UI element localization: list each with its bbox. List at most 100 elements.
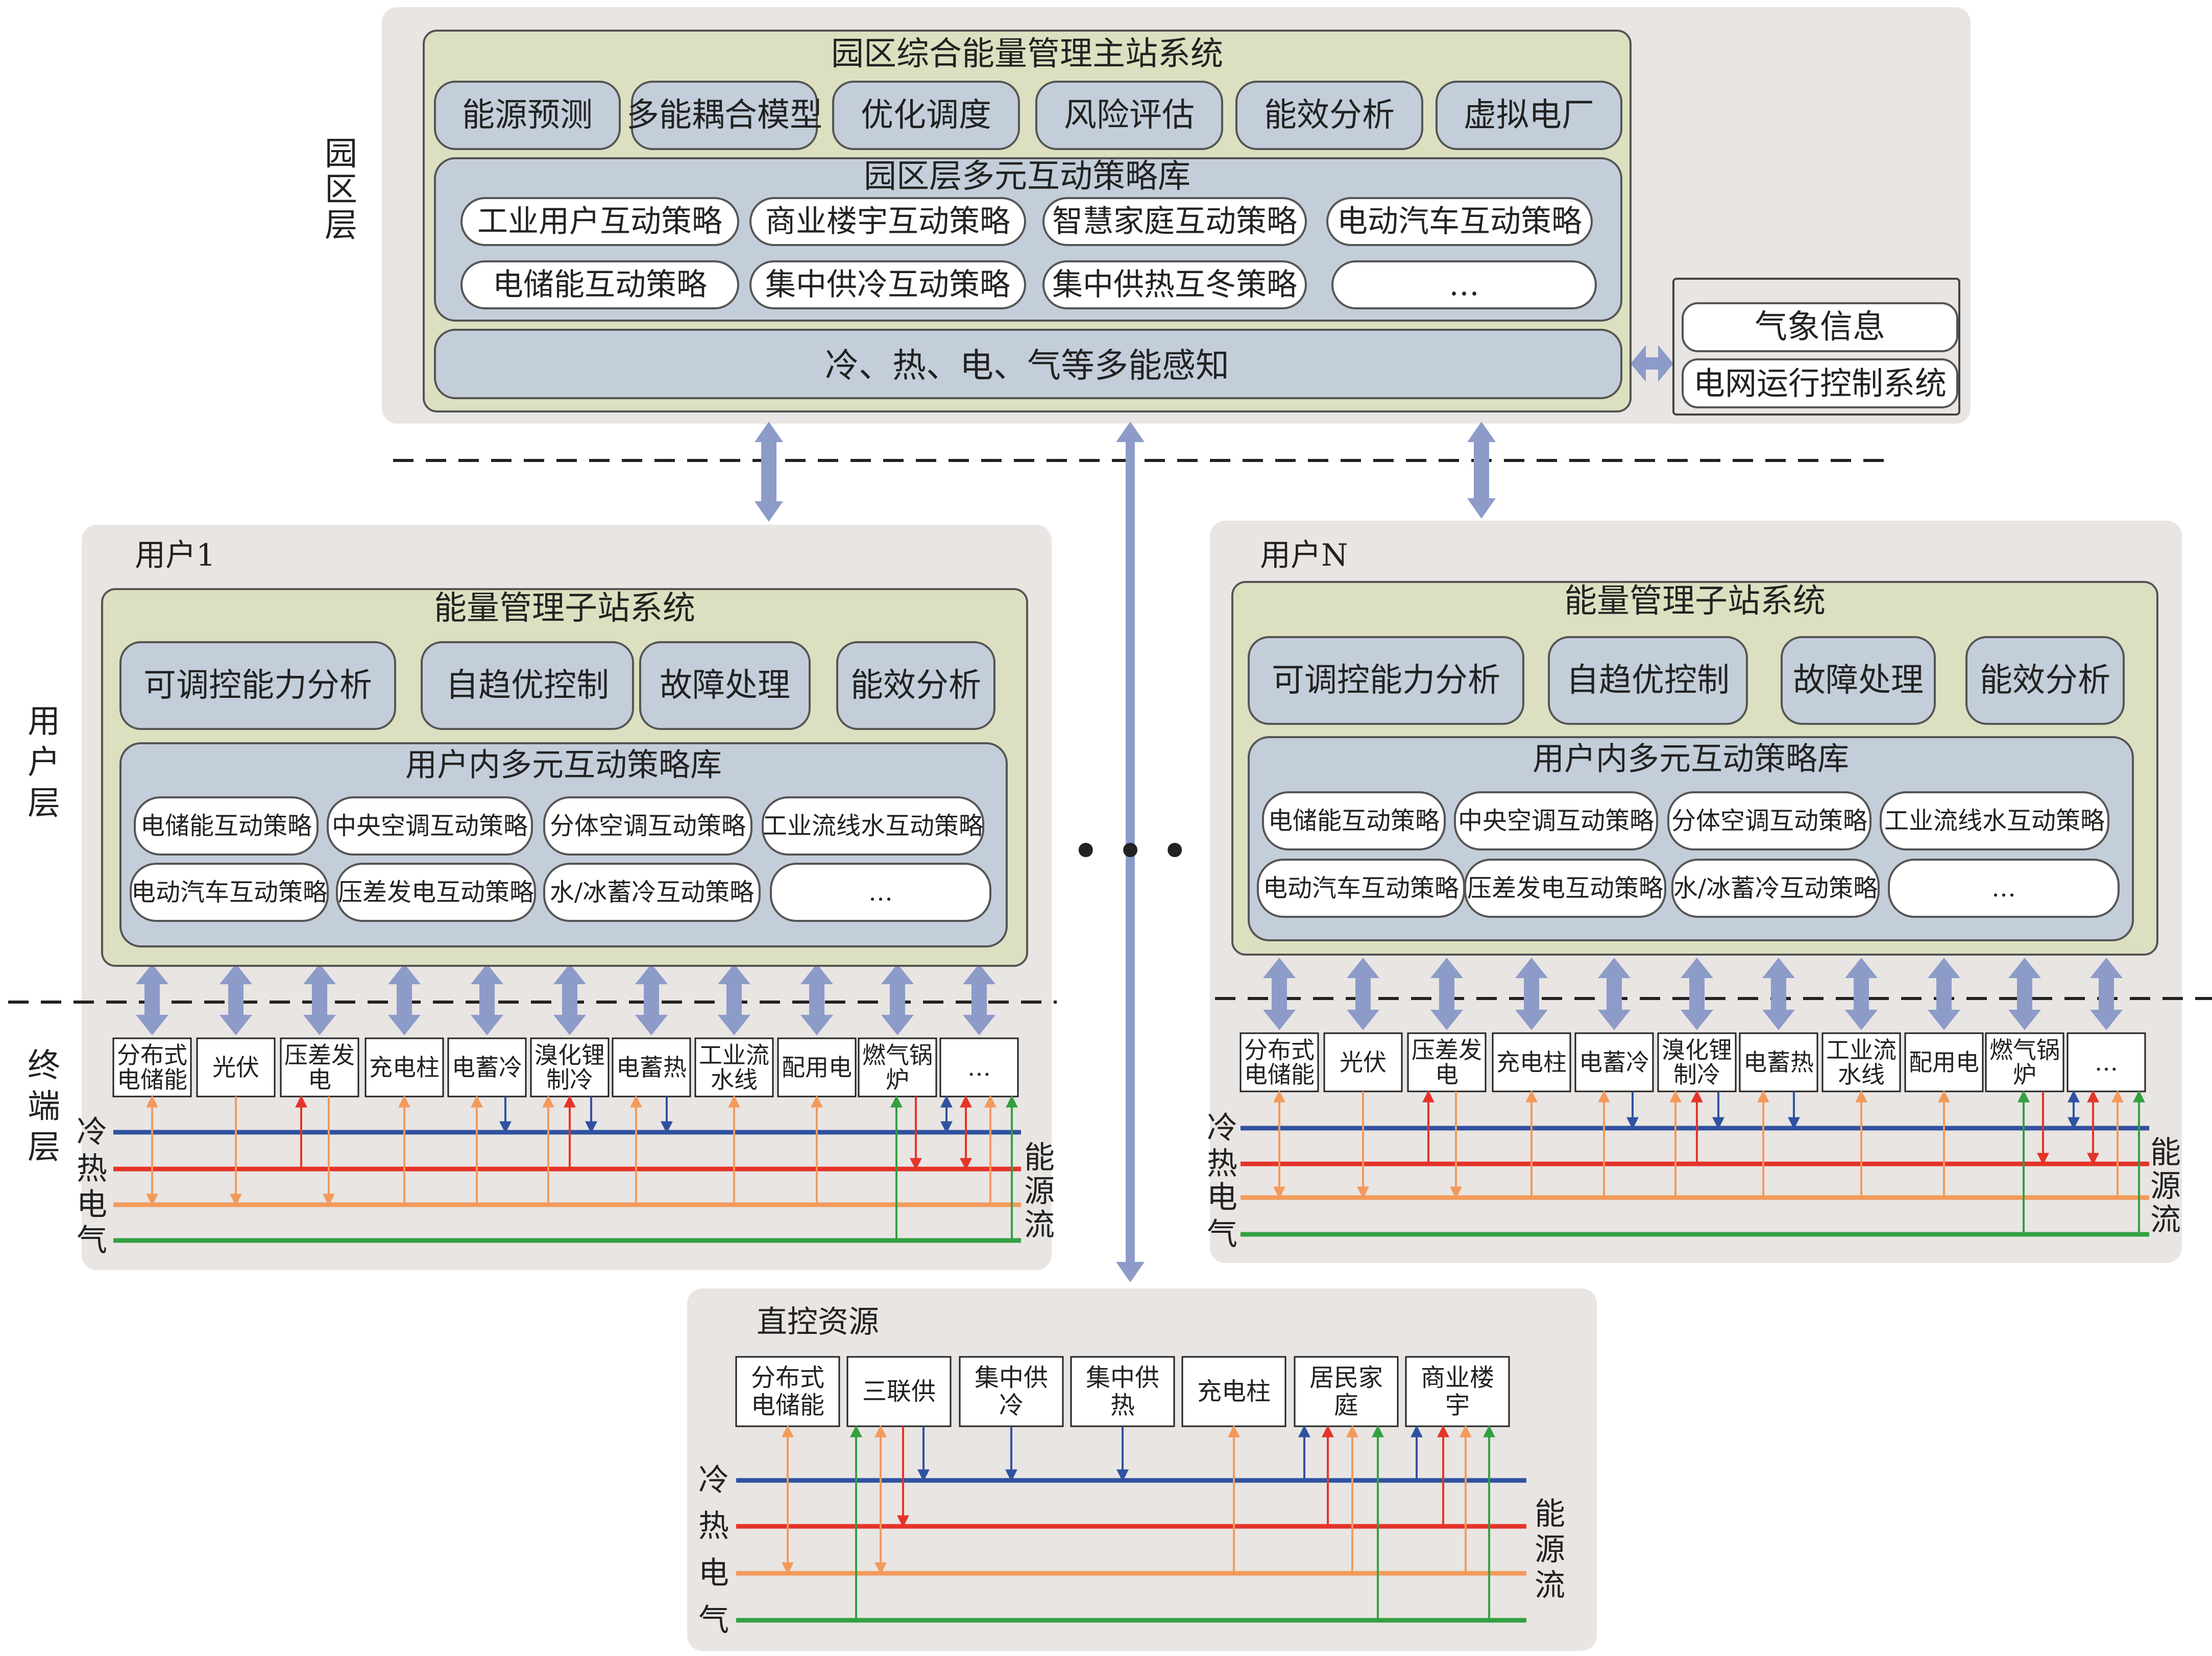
- userN-device-5-label: 电蓄冷: [1579, 1049, 1649, 1076]
- userN-device-4: [1492, 1032, 1571, 1092]
- user1-device-6-label: 溴化锂制冷: [534, 1041, 605, 1093]
- park-strategy-4-label: 电动汽车互动策略: [1337, 204, 1582, 239]
- userN-device-3-arrow: [1430, 958, 1463, 1030]
- users-ellipsis: • • •: [1072, 823, 1189, 880]
- park-strategy-2-label: 商业楼宇互动策略: [765, 204, 1010, 239]
- userN-function-3: [1781, 636, 1936, 725]
- park-strategy-1: [460, 197, 739, 246]
- direct-device-2: [846, 1356, 952, 1427]
- park-function-1-label: 能源预测: [462, 96, 593, 134]
- userN-bus-label-2: 热: [1207, 1146, 1237, 1182]
- park-master-title: 园区综合能量管理主站系统: [831, 35, 1223, 73]
- user1-device-7-label: 电蓄热: [616, 1054, 687, 1081]
- user1-function-1-label: 可调控能力分析: [143, 667, 372, 704]
- user1-device-5-arrow: [471, 964, 503, 1035]
- park-strategy-8: [1331, 260, 1597, 309]
- user1-function-2: [421, 641, 634, 730]
- direct-device-2-label: 三联供: [862, 1377, 936, 1406]
- userN-strategy-2-label: 中央空调互动策略: [1458, 807, 1654, 835]
- park-function-1: [434, 81, 621, 150]
- user1-device-10: [858, 1037, 937, 1098]
- userN-device-8-label: 工业流水线: [1826, 1036, 1897, 1088]
- user1-device-2-label: 光伏: [212, 1054, 259, 1081]
- park-function-3-label: 优化调度: [861, 96, 991, 134]
- multi-energy-perception: [434, 329, 1622, 399]
- user1-device-3: [280, 1037, 359, 1098]
- userN-strategy-7-label: 水/冰蓄冷互动策略: [1673, 874, 1878, 903]
- userN-device-3-label: 压差发电: [1412, 1036, 1482, 1088]
- userN-function-2-label: 自趋优控制: [1566, 662, 1730, 699]
- direct-device-1: [735, 1356, 840, 1427]
- external-weather: [1682, 302, 1958, 352]
- userN-device-6-arrow: [1681, 958, 1713, 1030]
- user1-device-9-arrow: [800, 964, 833, 1035]
- userN-function-4: [1965, 636, 2125, 725]
- userN-strategy-8: [1888, 859, 2120, 918]
- user1-device-7: [612, 1037, 691, 1098]
- direct-device-1-label: 分布式电储能: [751, 1363, 824, 1420]
- park-function-3: [832, 81, 1020, 150]
- user1-device-3-label: 压差发电: [284, 1041, 355, 1093]
- user1-device-8-arrow: [718, 964, 750, 1035]
- direct-bus-label-3: 电: [698, 1555, 729, 1591]
- user1-bus-label-3: 电: [77, 1187, 107, 1223]
- direct-energy-flow-label: 能源流: [1535, 1496, 1565, 1603]
- direct-resources-panel: [687, 1288, 1597, 1651]
- direct-title: 直控资源: [757, 1304, 879, 1340]
- user1-strategy-6-label: 压差发电互动策略: [338, 878, 534, 907]
- user1-strategy-7-label: 水/冰蓄冷互动策略: [550, 878, 754, 907]
- user1-device-2-arrow: [220, 964, 252, 1035]
- user1-device-6: [530, 1037, 610, 1098]
- user1-device-9: [777, 1037, 857, 1098]
- user1-strategy-8-label: …: [868, 878, 893, 907]
- direct-bus-label-4: 气: [698, 1602, 729, 1638]
- user1-bus-label-1: 冷: [77, 1114, 107, 1150]
- userN-bus-label-4: 气: [1207, 1216, 1237, 1252]
- userN-function-4-label: 能效分析: [1980, 662, 2110, 699]
- user1-device-5-label: 电蓄冷: [452, 1054, 522, 1081]
- user1-device-10-label: 燃气锅炉: [862, 1041, 933, 1093]
- direct-device-7-label: 商业楼宇: [1421, 1363, 1494, 1420]
- user1-device-11: [939, 1037, 1019, 1098]
- user1-device-7-arrow: [635, 964, 668, 1035]
- user1-function-4: [836, 641, 995, 730]
- direct-device-5-label: 充电柱: [1197, 1377, 1271, 1406]
- user1-function-3-label: 故障处理: [660, 667, 790, 704]
- user1-function-2-label: 自趋优控制: [446, 667, 609, 704]
- userN-device-10-label: 燃气锅炉: [1989, 1036, 2060, 1088]
- direct-bus-label-1: 冷: [698, 1463, 729, 1498]
- userN-strategy-1: [1262, 791, 1446, 850]
- userN-strategy-2: [1454, 791, 1658, 850]
- userN-substation-title: 能量管理子站系统: [1564, 582, 1826, 620]
- user1-strategy-8: [770, 863, 991, 922]
- direct-bus-label-2: 热: [698, 1508, 729, 1544]
- user1-device-6-arrow: [553, 964, 586, 1035]
- external-grid-control: [1682, 358, 1958, 408]
- user1-device-9-label: 配用电: [782, 1054, 852, 1081]
- userN-strategy-title: 用户内多元互动策略库: [1533, 740, 1849, 777]
- user1-substation-title: 能量管理子站系统: [434, 590, 695, 627]
- park-strategy-5-label: 电储能互动策略: [493, 267, 707, 303]
- user1-device-11-arrow: [963, 964, 995, 1035]
- direct-device-4: [1070, 1356, 1175, 1427]
- userN-strategy-3: [1667, 791, 1871, 850]
- park-function-2: [631, 81, 818, 150]
- user1-device-4-label: 充电柱: [369, 1054, 440, 1081]
- userN-strategy-3-label: 分体空调互动策略: [1671, 807, 1867, 835]
- user1-device-5: [447, 1037, 527, 1098]
- userN-device-5: [1574, 1032, 1654, 1092]
- userN-device-11-label: …: [2095, 1049, 2118, 1076]
- user1-bus-label-4: 气: [77, 1223, 107, 1258]
- perception-label: 冷、热、电、气等多能感知: [825, 346, 1229, 385]
- external-grid-label: 电网运行控制系统: [1693, 365, 1947, 402]
- userN-device-1: [1239, 1032, 1319, 1092]
- userN-device-11-arrow: [2090, 958, 2123, 1030]
- user1-device-2: [196, 1037, 276, 1098]
- user1-strategy-3: [543, 796, 752, 856]
- direct-device-7: [1405, 1356, 1510, 1427]
- userN-device-7: [1739, 1032, 1818, 1092]
- park-strategy-7: [1042, 260, 1307, 309]
- user1-device-10-arrow: [881, 964, 914, 1035]
- user1-strategy-3-label: 分体空调互动策略: [550, 812, 746, 840]
- userN-strategy-4: [1880, 791, 2109, 850]
